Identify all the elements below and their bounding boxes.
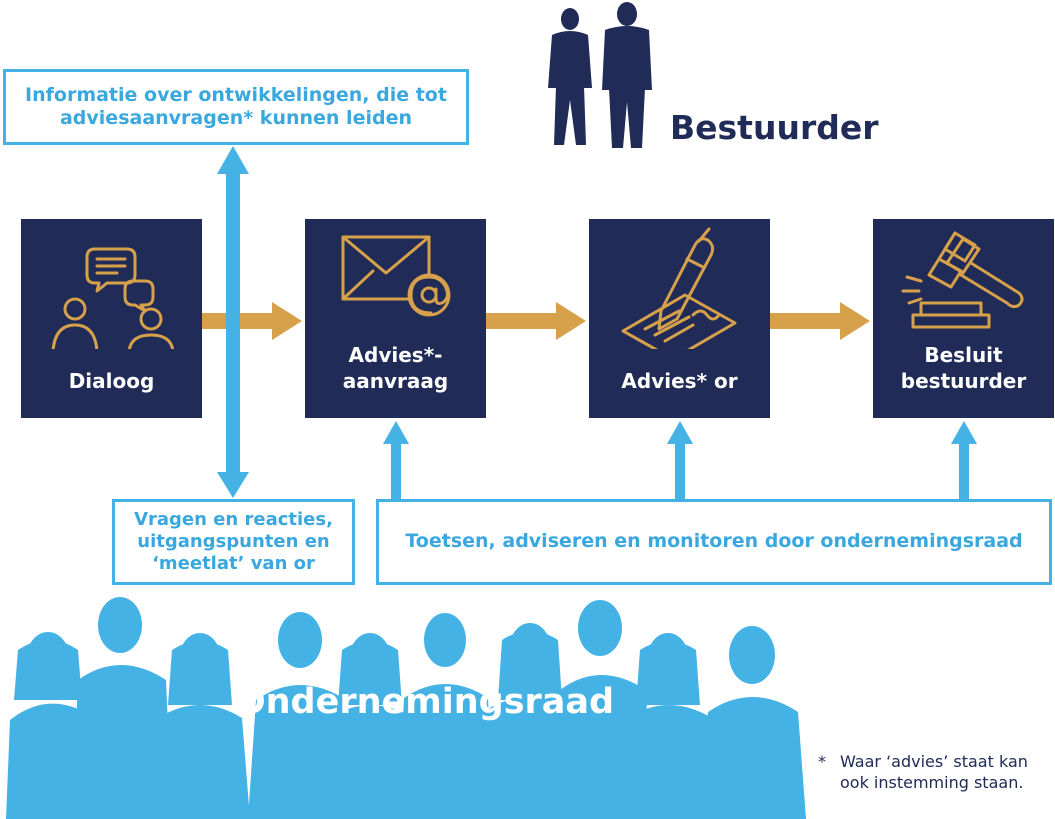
- questions-box: Vragen en reacties, uitgangspunten en ‘m…: [112, 499, 355, 585]
- arrow-right: [202, 302, 302, 340]
- email-icon: [341, 235, 451, 317]
- actor-label-bestuurder: Bestuurder: [670, 108, 879, 147]
- step-label-line: Advies* or: [621, 369, 738, 393]
- step-label: Advies* or: [589, 369, 770, 395]
- test-box: Toetsen, adviseren en monitoren door ond…: [376, 499, 1052, 585]
- step-label-line: Dialoog: [68, 369, 155, 393]
- info-box: Informatie over ontwikkelingen, die tot …: [3, 69, 469, 145]
- footnote-line: ook instemming staan.: [840, 772, 1024, 792]
- footnote: * Waar ‘advies’ staat kan ook instemming…: [818, 752, 1028, 794]
- info-box-line: Informatie over ontwikkelingen, die tot: [25, 83, 447, 106]
- step-dialoog: Dialoog: [21, 219, 202, 418]
- footnote-line: Waar ‘advies’ staat kan: [840, 752, 1028, 771]
- person-silhouette: [620, 633, 718, 819]
- person-silhouette: [150, 633, 250, 819]
- executive-silhouettes: [548, 2, 652, 148]
- step-advies-aanvraag: Advies*- aanvraag: [305, 219, 486, 418]
- man-silhouette: [602, 2, 652, 148]
- person-silhouette: [72, 597, 172, 819]
- person-silhouette: [700, 626, 806, 819]
- feedback-arrows: [383, 421, 977, 500]
- arrow-right: [486, 302, 586, 340]
- step-label: Besluit bestuurder: [873, 343, 1054, 394]
- step-label: Advies*- aanvraag: [305, 343, 486, 394]
- actor-label-ondernemingsraad: Ondernemingsraad: [235, 682, 615, 722]
- person-silhouette: [398, 613, 494, 819]
- arrow-up: [383, 421, 409, 500]
- step-label-line: Besluit: [924, 343, 1003, 367]
- vertical-double-arrow: [217, 146, 249, 498]
- arrow-right: [770, 302, 870, 340]
- arrow-up: [667, 421, 693, 500]
- footnote-star: *: [818, 752, 826, 771]
- questions-box-line: Vragen en reacties,: [134, 509, 333, 531]
- flow-arrows: [202, 302, 870, 340]
- questions-box-line: uitgangspunten en: [137, 531, 330, 553]
- person-silhouette: [322, 633, 420, 819]
- info-box-line: adviesaanvragen* kunnen leiden: [59, 107, 412, 129]
- woman-silhouette: [548, 8, 592, 145]
- gavel-icon: [901, 231, 1024, 329]
- arrow-up: [951, 421, 977, 500]
- step-label-line: aanvraag: [342, 368, 449, 393]
- dialogue-icon: [51, 247, 175, 349]
- step-label: Dialoog: [21, 369, 202, 395]
- step-label-line: bestuurder: [900, 368, 1027, 393]
- step-besluit-bestuurder: Besluit bestuurder: [873, 219, 1054, 418]
- test-box-text: Toetsen, adviseren en monitoren door ond…: [405, 530, 1023, 553]
- step-advies-or: Advies* or: [589, 219, 770, 418]
- questions-box-line: ‘meetlat’ van or: [152, 552, 315, 574]
- crowd-silhouette: [6, 597, 806, 819]
- signing-icon: [621, 227, 737, 349]
- step-label-line: Advies*-: [348, 343, 443, 367]
